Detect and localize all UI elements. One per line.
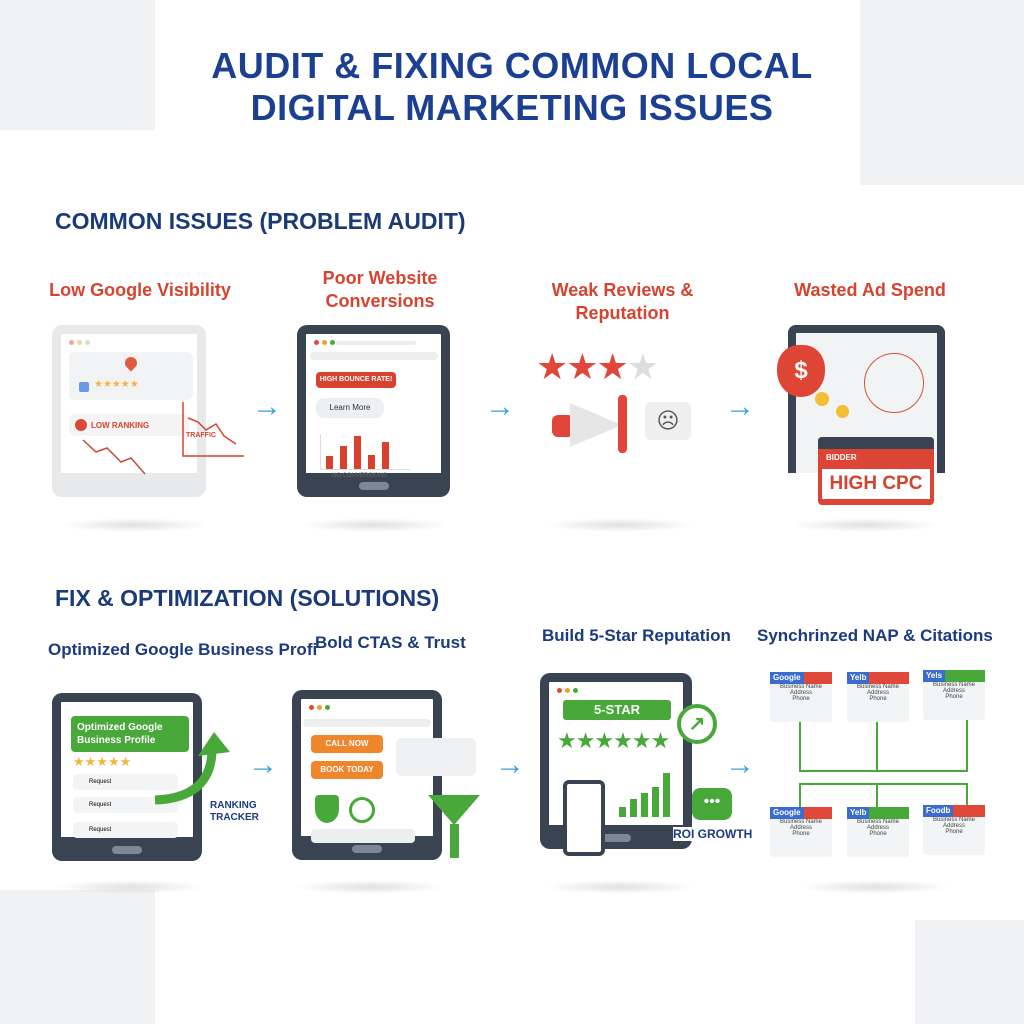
- bg-block: [860, 0, 1024, 185]
- shadow: [60, 518, 210, 532]
- solution-label: Optimized Google Business Profi: [48, 640, 318, 659]
- traffic-label: TRAFFIC: [186, 432, 216, 439]
- bg-block: [0, 0, 155, 130]
- high-cpc-alert: BIDDER HIGH CPC: [818, 437, 934, 505]
- share-growth-icon: ↗: [677, 704, 717, 744]
- bg-block: [915, 920, 1024, 1024]
- check-item: Request: [73, 822, 178, 838]
- five-star-growth-banner: 5-STAR GROWTH: [563, 700, 671, 737]
- shield-icon: [315, 795, 339, 823]
- megaphone-icon: [552, 395, 632, 453]
- stars-icon: ★★★★★: [94, 379, 139, 390]
- targeting-circle: [864, 353, 924, 413]
- shadow: [800, 880, 950, 894]
- shadow: [55, 880, 205, 894]
- profile-banner: Optimized Google Business Profile: [71, 716, 189, 752]
- coins-icon: [815, 392, 829, 406]
- tablet-business-profile: Optimized Google Business Profile ★★★★★ …: [52, 693, 202, 861]
- tablet-reputation: 5-STAR GROWTH ★★★★★★: [540, 673, 692, 849]
- rating-stars-icon: ★★★★: [536, 346, 659, 387]
- problems-heading: COMMON ISSUES (PROBLEM AUDIT): [55, 208, 466, 234]
- page-title-line1: AUDIT & FIXING COMMON LOCAL: [211, 45, 813, 86]
- growth-chart: [619, 767, 670, 817]
- solution-label: Bold CTAS & Trust: [315, 633, 466, 652]
- sad-chat-icon: ☹: [645, 402, 691, 440]
- arrow-right-icon: →: [248, 748, 278, 781]
- book-today-button[interactable]: BOOK TODAY: [311, 761, 383, 779]
- arrow-right-icon: →: [495, 748, 525, 781]
- arrow-right-icon: →: [725, 748, 755, 781]
- tablet-low-visibility: ★★★★★ LOW RANKING: [52, 325, 206, 497]
- low-ranking-badge: LOW RANKING: [91, 420, 150, 430]
- coins-icon: [836, 405, 849, 418]
- shadow: [300, 518, 450, 532]
- chat-dots-icon: •••: [692, 788, 732, 820]
- money-bag-icon: $: [777, 345, 825, 397]
- seal-icon: [349, 797, 375, 823]
- decline-chart: [82, 439, 146, 475]
- problem-label: Reputation: [575, 303, 670, 323]
- alert-header: BIDDER: [826, 453, 857, 462]
- ranking-tracker-label: RANKING TRACKER: [210, 800, 259, 823]
- problem-label: Poor Website: [322, 268, 438, 288]
- solution-label: Build 5-Star Reputation: [542, 626, 731, 645]
- traffic-chart: [182, 402, 244, 457]
- chart-caption: NO CONVERSIONS: [332, 473, 388, 479]
- arrow-right-icon: →: [725, 390, 755, 423]
- shadow: [295, 880, 445, 894]
- solution-label: Synchrinzed NAP & Citations: [757, 626, 993, 645]
- problem-label: Wasted Ad Spend: [794, 280, 946, 300]
- check-item: Request: [73, 774, 178, 790]
- problem-label: Conversions: [325, 291, 435, 311]
- high-cpc-text: HIGH CPC: [822, 469, 930, 499]
- stars-icon: ★★★★★★: [557, 728, 670, 753]
- tablet-poor-conversions: HIGH BOUNCE RATE! Learn More NO CONVERSI…: [297, 325, 450, 497]
- google-icon: [79, 382, 89, 392]
- map-pin-icon: [122, 354, 140, 372]
- solutions-heading: FIX & OPTIMIZATION (SOLUTIONS): [55, 585, 440, 611]
- problem-label: Weak Reviews &: [551, 280, 694, 300]
- roi-growth-label: ROI GROWTH: [673, 827, 753, 841]
- bounce-rate-badge: HIGH BOUNCE RATE!: [316, 372, 396, 388]
- call-now-button[interactable]: CALL NOW: [311, 735, 383, 753]
- arrow-right-icon: →: [485, 390, 515, 423]
- learn-more-button[interactable]: Learn More: [316, 398, 384, 418]
- bg-block: [0, 890, 155, 1024]
- funnel-icon: [428, 795, 480, 825]
- arrow-right-icon: →: [252, 390, 282, 423]
- chat-bubble-icon: [396, 738, 476, 776]
- growth-arrow-icon: [154, 732, 230, 805]
- tablet-cta-trust: CALL NOW BOOK TODAY: [292, 690, 442, 860]
- check-item: Request: [73, 797, 178, 813]
- phone-icon: [563, 780, 605, 856]
- stars-icon: ★★★★★: [73, 754, 132, 769]
- bar-chart: [320, 434, 410, 470]
- shadow: [790, 518, 940, 532]
- shadow: [545, 518, 695, 532]
- alert-icon: [75, 419, 87, 431]
- shadow: [545, 880, 695, 894]
- problem-label: Low Google Visibility: [49, 280, 231, 300]
- page-title-line2: DIGITAL MARKETING ISSUES: [250, 87, 774, 128]
- funnel-icon: [450, 824, 459, 858]
